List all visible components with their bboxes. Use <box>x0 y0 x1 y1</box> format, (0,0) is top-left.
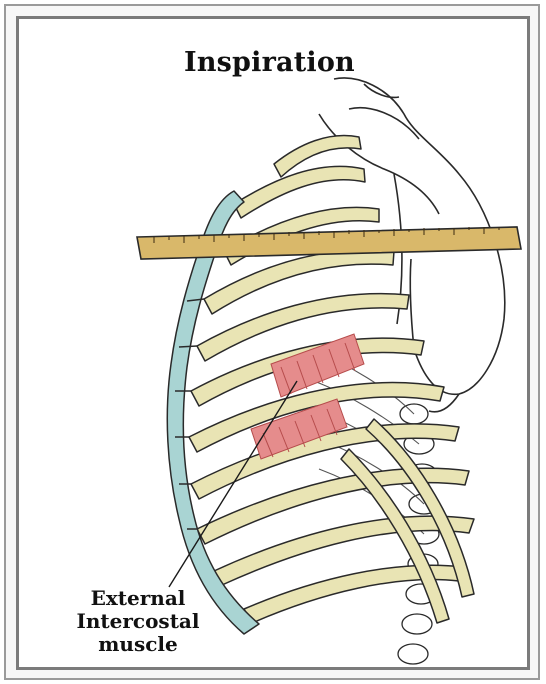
rib-cage-illustration <box>19 19 530 670</box>
muscle-label-line-2: Intercostal <box>63 610 213 633</box>
figure-frame: Inspiration External Intercostal muscle <box>4 4 540 680</box>
diagram-title: Inspiration <box>184 47 355 78</box>
ruler <box>137 227 521 259</box>
muscle-label: External Intercostal muscle <box>63 587 213 656</box>
figure-panel: Inspiration External Intercostal muscle <box>16 16 530 670</box>
muscle-label-line-3: muscle <box>63 633 213 656</box>
muscle-label-line-1: External <box>63 587 213 610</box>
